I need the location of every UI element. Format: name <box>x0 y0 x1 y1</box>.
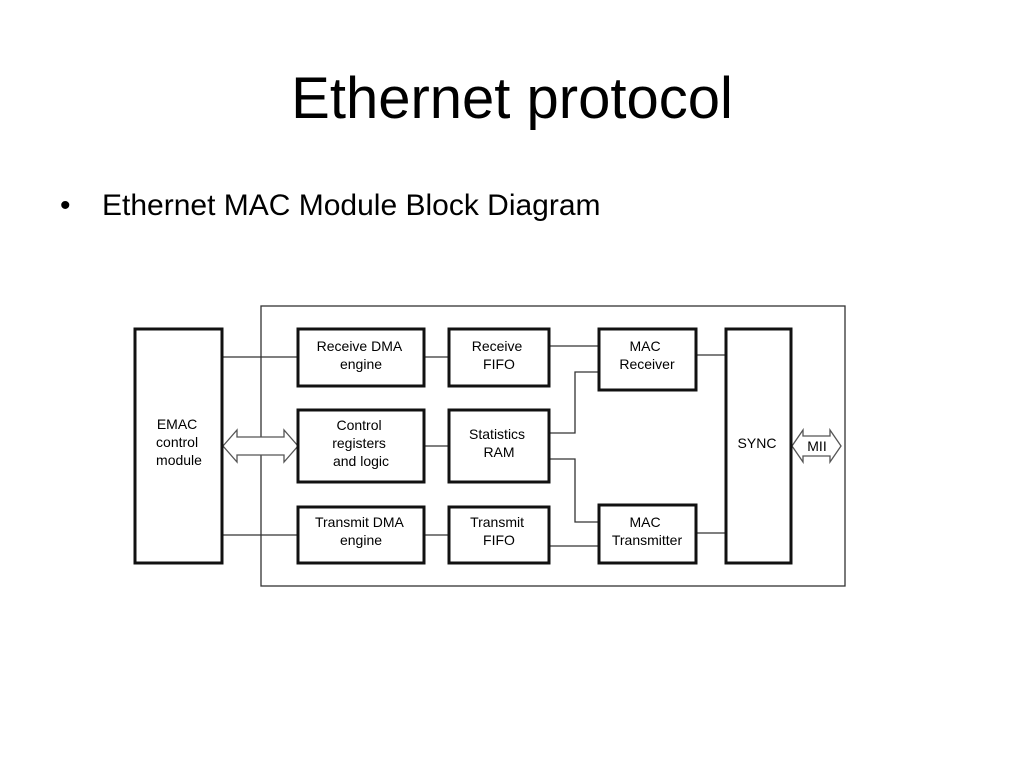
transmit-fifo-block <box>447 505 551 565</box>
transmit-dma-label: Transmit DMA engine <box>315 514 407 548</box>
mii-label: MII <box>807 438 826 454</box>
mac-transmitter-block <box>597 503 698 565</box>
receive-fifo-label: Receive FIFO <box>472 338 526 372</box>
connector-lines <box>223 345 726 547</box>
receive-fifo-block <box>447 327 551 388</box>
mii-double-arrow <box>791 427 842 465</box>
emac-control-module-block <box>133 327 224 565</box>
mac-receiver-block <box>597 327 698 392</box>
mac-receiver-label: MAC Receiver <box>619 338 675 372</box>
line-stats-mactx <box>549 458 599 523</box>
sync-label: SYNC <box>738 435 777 451</box>
transmit-fifo-label: Transmit FIFO <box>470 514 528 548</box>
bullet-text: Ethernet MAC Module Block Diagram <box>102 189 601 222</box>
mac-transmitter-label: MAC Transmitter <box>612 514 683 548</box>
emac-control-module-label: EMAC control module <box>156 416 202 468</box>
bullet-dot: • <box>60 189 71 222</box>
control-registers-label: Control registers and logic <box>332 417 390 469</box>
control-registers-block <box>296 408 426 484</box>
line-stats-macrx <box>549 371 599 434</box>
sync-block <box>724 327 793 565</box>
bullet-item: • Ethernet MAC Module Block Diagram <box>60 186 601 226</box>
receive-dma-label: Receive DMA engine <box>317 338 406 372</box>
receive-dma-block <box>296 327 426 388</box>
slide-title: Ethernet protocol <box>291 66 733 131</box>
transmit-dma-block <box>296 505 426 565</box>
statistics-ram-block <box>447 408 551 484</box>
statistics-ram-label: Statistics RAM <box>469 426 529 460</box>
